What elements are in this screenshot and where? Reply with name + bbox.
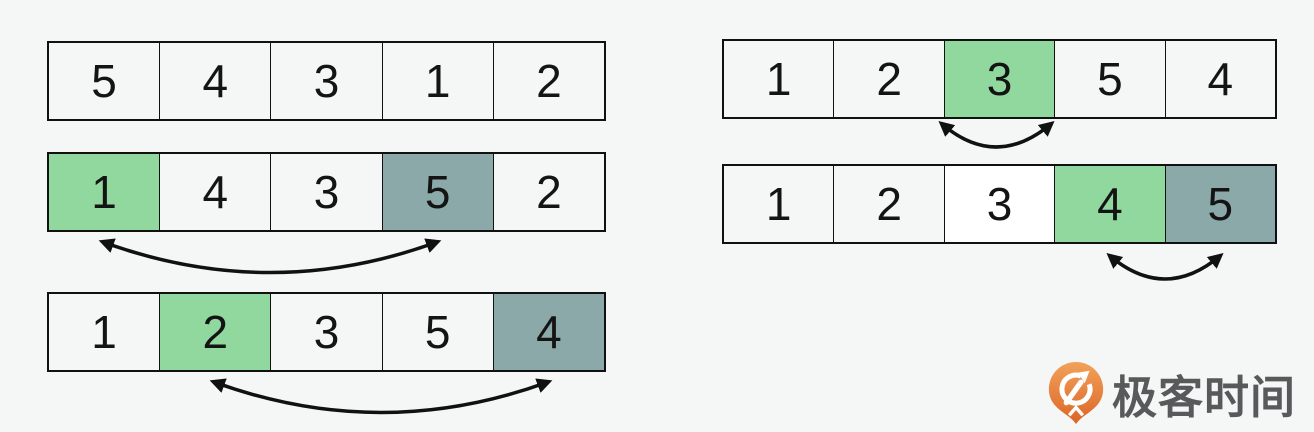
cell-value: 2: [876, 178, 902, 230]
array-cell: 4: [493, 294, 605, 370]
array-cell: 4: [1055, 166, 1166, 242]
array-cell: 4: [160, 43, 272, 119]
cell-value: 3: [313, 55, 340, 107]
swap-arrow-step4: [938, 121, 1055, 149]
cell-value: 3: [986, 53, 1013, 105]
array-cell: 4: [160, 154, 272, 230]
cell-value: 3: [313, 306, 340, 358]
cell-value: 4: [536, 306, 562, 358]
cell-value: 3: [986, 178, 1013, 230]
cell-value: 5: [424, 306, 451, 358]
geektime-logo-text: 极客时间: [1112, 371, 1297, 423]
array-cell: 5: [49, 43, 161, 119]
cell-value: 4: [202, 55, 229, 107]
cell-value: 5: [1097, 53, 1123, 105]
array-cell: 5: [1055, 41, 1166, 117]
cell-value: 3: [313, 166, 340, 218]
array-cell: 5: [1165, 166, 1276, 242]
cell-value: 1: [765, 53, 792, 105]
array-cell: 1: [724, 41, 835, 117]
cell-value: 4: [1097, 178, 1123, 230]
array-step-1: 5 4 3 1 2: [47, 41, 606, 121]
array-cell: 5: [382, 154, 494, 230]
array-cell: 3: [271, 43, 383, 119]
cell-value: 2: [876, 53, 902, 105]
cell-value: 2: [202, 306, 229, 358]
cell-value: 2: [536, 55, 562, 107]
array-cell: 4: [1166, 41, 1275, 117]
array-cell: 3: [944, 41, 1056, 117]
array-step-5: 1 2 3 4 5: [722, 164, 1277, 244]
array-cell: 1: [49, 154, 161, 230]
cell-value: 4: [202, 166, 229, 218]
cell-value: 2: [536, 166, 562, 218]
geektime-logo: 极客时间: [1045, 360, 1296, 426]
cell-value: 1: [765, 178, 792, 230]
array-cell: 1: [383, 43, 494, 119]
array-cell: 2: [834, 41, 945, 117]
array-step-4: 1 2 3 5 4: [722, 39, 1277, 119]
cell-value: 1: [424, 55, 451, 107]
cell-value: 4: [1207, 53, 1234, 105]
array-cell: 2: [160, 294, 272, 370]
array-cell: 1: [724, 166, 835, 242]
cell-value: 1: [91, 306, 117, 358]
cell-value: 1: [91, 166, 117, 218]
array-step-3: 1 2 3 5 4: [47, 292, 606, 372]
array-cell: 1: [49, 294, 161, 370]
cell-value: 5: [424, 166, 451, 218]
array-cell: 2: [494, 43, 604, 119]
array-cell: 5: [383, 294, 494, 370]
array-cell: 3: [271, 294, 383, 370]
array-cell: 3: [944, 166, 1056, 242]
cell-value: 5: [1207, 178, 1234, 230]
cell-value: 5: [91, 55, 117, 107]
array-step-2: 1 4 3 5 2: [47, 152, 606, 232]
swap-arrow-step3: [209, 378, 553, 415]
swap-arrow-step5: [1106, 253, 1224, 281]
array-cell: 2: [494, 154, 604, 230]
array-cell: 3: [271, 154, 383, 230]
geektime-logo-icon: [1048, 362, 1104, 424]
array-cell: 2: [834, 166, 945, 242]
swap-arrow-step2: [98, 238, 442, 275]
